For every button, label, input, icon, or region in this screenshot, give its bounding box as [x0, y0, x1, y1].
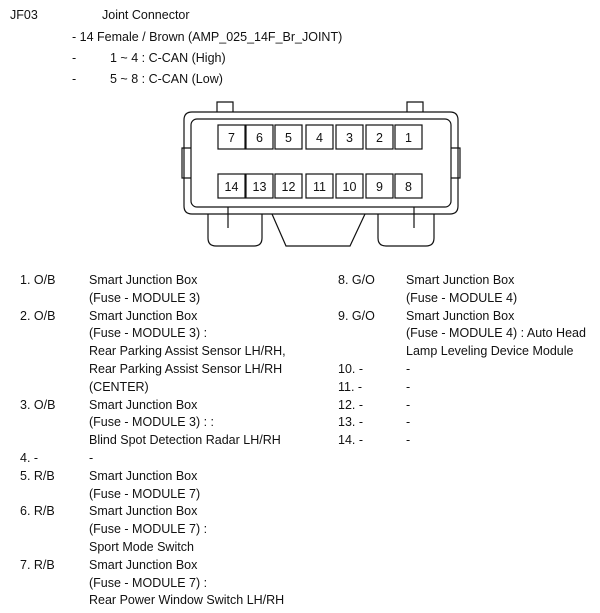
pin-description: (CENTER): [89, 379, 149, 394]
pin-description: Smart Junction Box: [89, 468, 198, 483]
connector-diagram: 7 6 5 4 3 2 1 14 13 12 11 10 9 8: [181, 101, 461, 247]
pin-number: 5: [285, 131, 292, 145]
pin-description: -: [406, 397, 411, 412]
pin-cavity: [305, 173, 334, 199]
pin-cavity: [274, 173, 303, 199]
pin-number: 6: [256, 131, 263, 145]
pin-description: Rear Parking Assist Sensor LH/RH,: [89, 344, 286, 359]
group-dash-2: -: [72, 72, 77, 86]
pin-description: (Fuse - MODULE 3) : :: [89, 415, 215, 430]
pin-number: 11: [313, 180, 326, 194]
pin-number: 14: [225, 180, 239, 194]
pin-description: Smart Junction Box: [89, 273, 198, 287]
pin-description: (Fuse - MODULE 7) :: [89, 575, 208, 590]
connector-code: JF03: [10, 8, 38, 22]
pin-description: (Fuse - MODULE 3): [89, 290, 201, 305]
group-dash-1: -: [72, 51, 77, 65]
pin-number-label: 11. -: [338, 379, 363, 394]
pin-cavity: [394, 173, 423, 199]
group-text-1: 1 ~ 4 : C-CAN (High): [110, 51, 226, 65]
pin-number-label: 5. R/B: [20, 468, 55, 483]
pin-number-label: 3. O/B: [20, 397, 56, 412]
pin-number: 7: [228, 131, 235, 145]
pin-description: -: [406, 362, 411, 376]
pin-description: -: [406, 379, 411, 394]
connector-title: Joint Connector: [102, 8, 190, 22]
pin-description: Sport Mode Switch: [89, 540, 194, 554]
pin-number-label: 9. G/O: [338, 308, 375, 323]
pin-number-label: 14. -: [338, 433, 364, 448]
pin-number-label: 1. O/B: [20, 273, 56, 287]
pin-description: Lamp Leveling Device Module: [406, 344, 574, 359]
pin-description: Smart Junction Box: [89, 504, 198, 519]
pin-number: 3: [346, 131, 353, 145]
pin-description: (Fuse - MODULE 7): [89, 486, 201, 501]
pin-number: 10: [343, 180, 357, 194]
pin-number: 4: [316, 131, 323, 145]
pin-number: 1: [405, 131, 412, 145]
pin-cavity: [245, 124, 274, 150]
pin-description: -: [89, 451, 94, 465]
pin-cavity: [217, 124, 246, 150]
pin-description: Smart Junction Box: [406, 308, 515, 323]
pin-number: 9: [376, 180, 383, 194]
pin-number-label: 13. -: [338, 415, 364, 430]
pin-number-label: 10. -: [338, 362, 364, 376]
pin-grid: 7 6 5 4 3 2 1 14 13 12 11 10 9 8: [217, 124, 423, 199]
pin-cavity: [365, 124, 394, 150]
pin-cavity: [274, 124, 303, 150]
connector-housing: [181, 101, 461, 247]
pin-cavity: [365, 173, 394, 199]
pin-cavity: [335, 124, 364, 150]
pin-description: Blind Spot Detection Radar LH/RH: [89, 433, 281, 448]
pin-number: 8: [405, 180, 412, 194]
pin-number: 12: [282, 180, 296, 194]
pin-cavity: [217, 173, 246, 199]
pin-description: Smart Junction Box: [89, 397, 198, 412]
pin-description: Smart Junction Box: [89, 308, 198, 323]
pin-cavity: [335, 173, 364, 199]
group-text-2: 5 ~ 8 : C-CAN (Low): [110, 72, 223, 86]
pin-description: Rear Parking Assist Sensor LH/RH: [89, 362, 283, 376]
pin-number-label: 4. -: [20, 451, 39, 465]
connector-spec: - 14 Female / Brown (AMP_025_14F_Br_JOIN…: [72, 30, 343, 44]
pin-description: (Fuse - MODULE 7) :: [89, 522, 208, 537]
pin-number-label: 2. O/B: [20, 308, 56, 323]
pin-number-label: 8. G/O: [338, 273, 375, 287]
pin-description: -: [406, 433, 411, 448]
pin-cavity: [245, 173, 274, 199]
pin-number-label: 12. -: [338, 397, 364, 412]
pin-description: Rear Power Window Switch LH/RH: [89, 593, 285, 608]
pin-number: 13: [253, 180, 267, 194]
pin-description: (Fuse - MODULE 4): [406, 290, 518, 305]
pin-cavity: [305, 124, 334, 150]
pin-description: -: [406, 415, 411, 430]
pin-description: Smart Junction Box: [89, 557, 198, 572]
pin-number-label: 7. R/B: [20, 557, 55, 572]
pin-number-label: 6. R/B: [20, 504, 55, 519]
pin-cavity: [394, 124, 423, 150]
pin-description: (Fuse - MODULE 4) : Auto Head: [406, 326, 586, 341]
pin-description: Smart Junction Box: [406, 273, 515, 287]
pin-number: 2: [376, 131, 383, 145]
pin-description: (Fuse - MODULE 3) :: [89, 326, 208, 341]
